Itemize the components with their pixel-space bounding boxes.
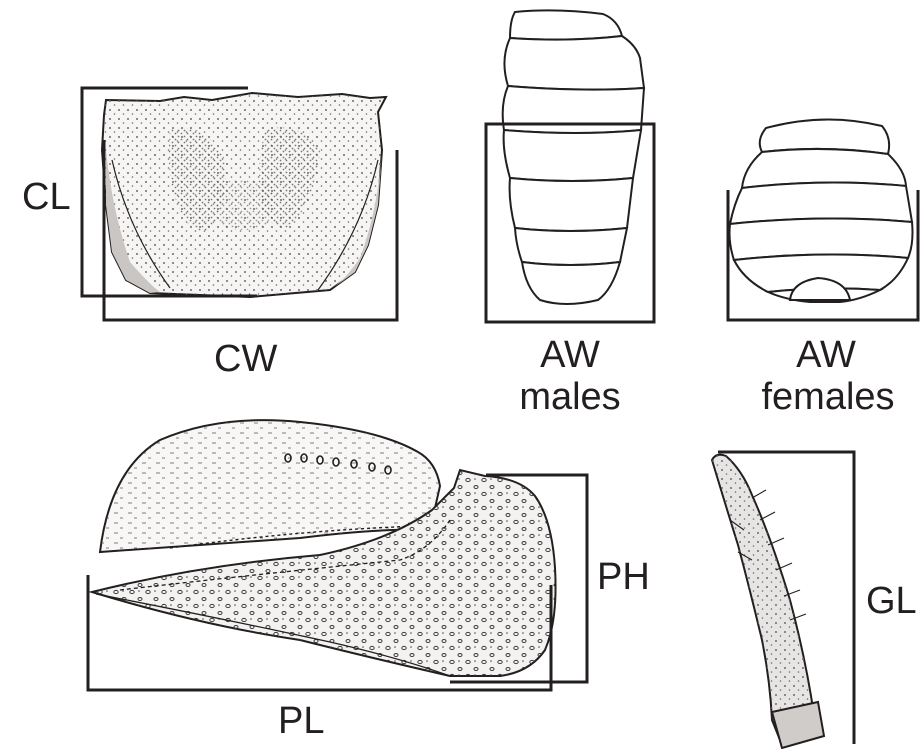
propodus-height-label: PH xyxy=(597,558,650,596)
female-abdomen-label-sex: females xyxy=(748,378,908,416)
male-abdomen-drawing xyxy=(503,10,644,304)
female-abdomen-label-aw: AW xyxy=(776,336,876,374)
carapace-width-label: CW xyxy=(214,340,277,378)
female-abdomen-drawing xyxy=(730,119,913,302)
carapace-drawing xyxy=(102,93,386,297)
male-abdomen-label-sex: males xyxy=(510,378,630,416)
carapace-length-label: CL xyxy=(22,178,71,216)
gonopod-drawing xyxy=(712,455,824,748)
propodus-drawing xyxy=(92,420,556,676)
gonopod-length-label: GL xyxy=(866,582,917,620)
male-abdomen-label-aw: AW xyxy=(520,336,620,374)
propodus-length-label: PL xyxy=(278,702,324,740)
